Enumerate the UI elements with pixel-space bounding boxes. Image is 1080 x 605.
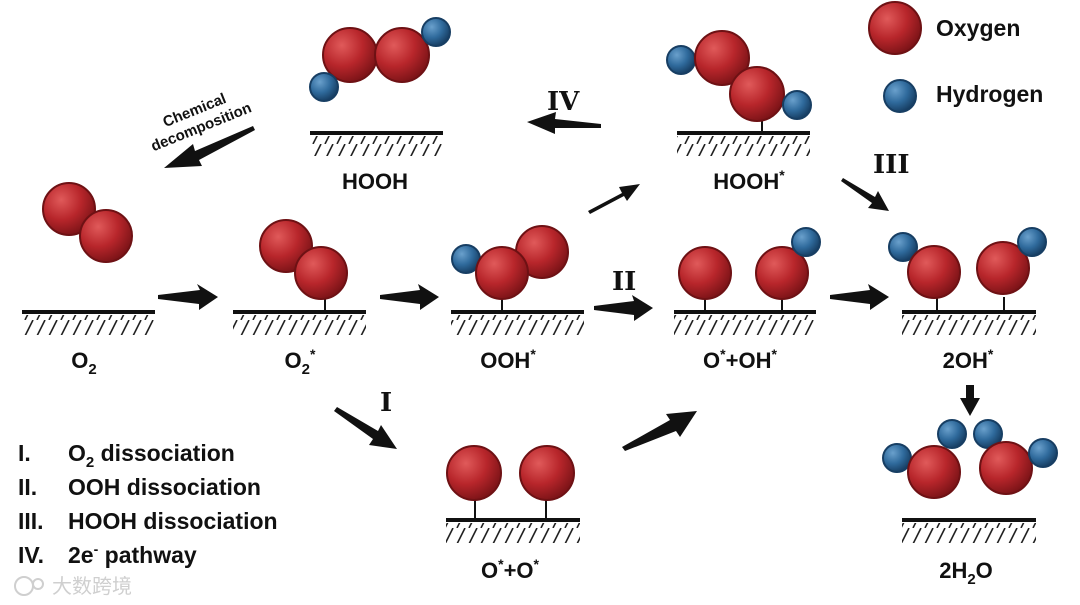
surface-2oh-ads	[902, 310, 1036, 335]
arrow-hoohads-to-2oh	[841, 178, 889, 211]
oxygen-atom	[755, 246, 809, 300]
molecule-o-oh-ads	[678, 227, 821, 300]
pathway-num-2: II.	[18, 474, 37, 500]
molecule-hooh	[309, 17, 451, 102]
molecule-o2	[42, 182, 133, 263]
legend-hydrogen-label: Hydrogen	[936, 81, 1043, 107]
step-label-iv: IV	[547, 87, 580, 117]
label-o-oh-ads: O*+OH*	[703, 346, 777, 373]
hydrogen-atom	[666, 45, 696, 75]
arrow-o2ads-to-o-o	[334, 407, 397, 449]
arrow-ooh-to-o-oh	[594, 295, 653, 321]
label-2oh-ads: 2OH*	[943, 346, 994, 373]
molecule-ooh-ads	[451, 225, 569, 300]
watermark-logo-icon	[14, 576, 34, 596]
arrow-ooh-to-hoohads	[588, 184, 640, 214]
label-hooh-ads: HOOH*	[713, 167, 785, 194]
arrow-o-o-to-o-oh	[622, 411, 697, 451]
arrow-hoohads-to-hooh	[527, 112, 601, 134]
hydrogen-atom	[1017, 227, 1047, 257]
surface-hooh-top-left	[310, 131, 443, 156]
hydrogen-atom	[782, 90, 812, 120]
surface-ooh-ads	[451, 310, 584, 335]
pathway-text-3: HOOH dissociation	[68, 508, 278, 534]
surface-o2	[22, 310, 155, 335]
atom-legend: Oxygen Hydrogen	[868, 1, 1043, 113]
molecule-2oh-ads	[888, 227, 1047, 299]
arrow-o-oh-to-2oh	[830, 284, 889, 310]
arrow-o2ads-to-ooh	[380, 284, 439, 310]
oxygen-atom	[976, 241, 1030, 295]
chemical-decomposition-label: Chemical decomposition	[149, 90, 254, 155]
pathway-num-3: III.	[18, 508, 44, 534]
oxygen-atom	[446, 445, 502, 501]
pathway-key: I. O2 dissociation II. OOH dissociation …	[18, 440, 278, 568]
label-hooh: HOOH	[342, 169, 408, 194]
label-o2-ads: O2*	[285, 346, 316, 378]
molecule-o2-ads	[259, 219, 348, 300]
legend-oxygen-label: Oxygen	[936, 15, 1020, 41]
hydrogen-atom	[888, 232, 918, 262]
oxygen-atom	[729, 66, 785, 122]
pathway-text-4: 2e- pathway	[68, 541, 197, 568]
surface-2h2o	[902, 518, 1036, 543]
hydrogen-atom	[882, 443, 912, 473]
pathway-text-2: OOH dissociation	[68, 474, 261, 500]
surface-o-oh-ads	[674, 310, 816, 335]
surface-hooh-ads	[677, 131, 810, 156]
pathway-num-1: I.	[18, 440, 31, 466]
reaction-arrows	[158, 112, 980, 451]
oxygen-atom	[374, 27, 430, 83]
pathway-num-4: IV.	[18, 542, 44, 568]
oxygen-atom	[42, 182, 96, 236]
oxygen-atom	[294, 246, 348, 300]
arrow-2oh-to-2h2o	[960, 385, 980, 416]
hydrogen-atom	[791, 227, 821, 257]
arrow-o2-to-o2ads	[158, 284, 218, 310]
molecule-hooh-ads	[666, 30, 812, 122]
hydrogen-atom	[309, 72, 339, 102]
oxygen-atom	[979, 441, 1033, 495]
step-label-i: I	[380, 388, 392, 418]
oxygen-atom	[79, 209, 133, 263]
oxygen-atom	[694, 30, 750, 86]
label-o-o-ads: O*+O*	[481, 556, 540, 583]
oxygen-atom	[678, 246, 732, 300]
arrow-chemical-decomposition	[164, 126, 255, 168]
label-2h2o: 2H2O	[939, 558, 993, 588]
molecule-2h2o	[882, 419, 1058, 499]
oxygen-atom	[475, 246, 529, 300]
surface-o-o-ads	[446, 518, 580, 543]
oxygen-atom	[907, 245, 961, 299]
step-label-iii: III	[873, 150, 910, 180]
hydrogen-atom	[937, 419, 967, 449]
watermark: 大数跨境	[14, 574, 132, 598]
pathway-text-1: O2 dissociation	[68, 440, 235, 471]
oxygen-atom	[519, 445, 575, 501]
legend-oxygen-swatch	[868, 1, 922, 55]
hydrogen-atom	[421, 17, 451, 47]
legend-hydrogen-swatch	[883, 79, 917, 113]
watermark-text: 大数跨境	[52, 574, 132, 598]
hydrogen-atom	[1028, 438, 1058, 468]
label-ooh-ads: OOH*	[480, 346, 536, 373]
molecule-o-o-ads	[446, 445, 575, 501]
oxygen-atom	[907, 445, 961, 499]
surface-o2-ads	[233, 310, 366, 335]
label-o2: O2	[71, 348, 96, 378]
step-label-ii: II	[612, 267, 636, 297]
